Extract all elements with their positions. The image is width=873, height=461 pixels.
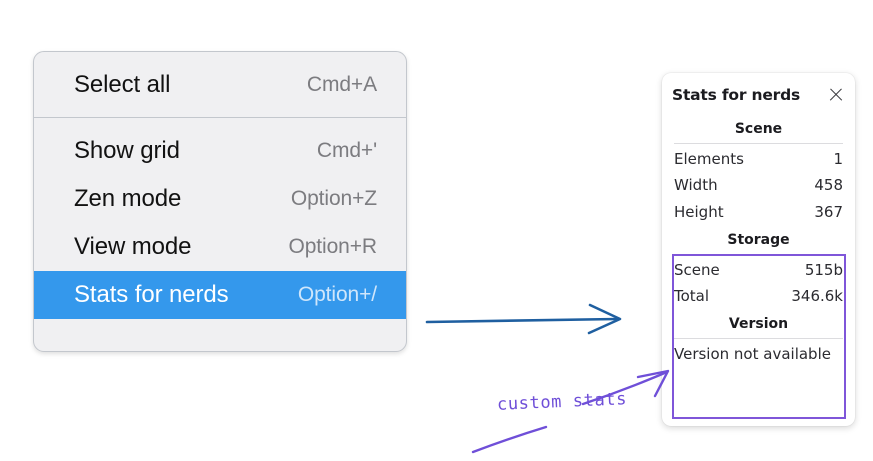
stat-label: Width — [674, 176, 718, 195]
menu-item-select-all[interactable]: Select all Cmd+A — [34, 61, 406, 109]
context-menu[interactable]: Select all Cmd+A Show grid Cmd+' Zen mod… — [33, 51, 407, 352]
section-divider — [674, 143, 843, 144]
menu-group-1: Select all Cmd+A — [34, 52, 406, 117]
menu-item-show-grid[interactable]: Show grid Cmd+' — [34, 127, 406, 175]
stat-value: 515b — [804, 260, 843, 279]
menu-item-label: View mode — [74, 233, 192, 260]
stat-value: 346.6k — [791, 287, 843, 305]
stat-value: 367 — [814, 202, 843, 221]
section-scene: Scene Elements 1 Width 458 Height 367 — [672, 114, 845, 225]
menu-item-zen-mode[interactable]: Zen mode Option+Z — [34, 175, 406, 223]
section-version: Version Version not available — [672, 309, 845, 367]
handwritten-note: custom stats — [496, 389, 628, 415]
panel-header: Stats for nerds — [672, 73, 845, 114]
section-divider — [674, 338, 843, 340]
menu-item-shortcut: Option+R — [288, 235, 377, 258]
stats-for-nerds-panel: Stats for nerds Scene Elements 1 Width 4… — [662, 73, 855, 426]
menu-item-label: Zen mode — [74, 185, 182, 212]
version-text: Version not available — [674, 345, 831, 364]
stat-row-scene-storage: Scene 515b — [672, 257, 845, 283]
menu-item-label: Stats for nerds — [74, 281, 229, 308]
panel-title: Stats for nerds — [672, 86, 801, 104]
menu-item-shortcut: Option+/ — [297, 283, 377, 306]
menu-item-stats-for-nerds[interactable]: Stats for nerds Option+/ — [34, 271, 406, 319]
stat-value: 1 — [833, 150, 843, 168]
close-icon[interactable] — [827, 86, 845, 104]
section-divider — [674, 253, 843, 255]
section-heading-version: Version — [728, 316, 789, 333]
stat-row-height: Height 367 — [672, 199, 845, 225]
stat-label: Scene — [674, 260, 720, 279]
menu-item-view-mode[interactable]: View mode Option+R — [34, 223, 406, 271]
menu-item-shortcut: Option+Z — [290, 187, 377, 210]
menu-item-shortcut: Cmd+A — [306, 73, 377, 96]
menu-item-label: Select all — [74, 71, 171, 98]
stat-row-total-storage: Total 346.6k — [672, 283, 845, 309]
section-storage: Storage Scene 515b Total 346.6k — [672, 225, 845, 310]
stat-label: Total — [674, 287, 710, 305]
blue-pointer-arrow — [425, 303, 622, 335]
stat-row-width: Width 458 — [672, 172, 845, 198]
menu-group-2: Show grid Cmd+' Zen mode Option+Z View m… — [34, 118, 406, 328]
stat-label: Height — [674, 202, 724, 221]
menu-separator — [34, 117, 406, 118]
section-heading-scene: Scene — [734, 121, 783, 137]
purple-annotation-stroke — [471, 425, 548, 454]
menu-item-label: Show grid — [74, 137, 180, 164]
stat-row-elements: Elements 1 — [672, 146, 845, 172]
section-heading-storage: Storage — [727, 231, 790, 248]
stat-label: Elements — [674, 150, 744, 168]
stat-value: 458 — [814, 176, 843, 195]
menu-item-shortcut: Cmd+' — [316, 139, 377, 162]
